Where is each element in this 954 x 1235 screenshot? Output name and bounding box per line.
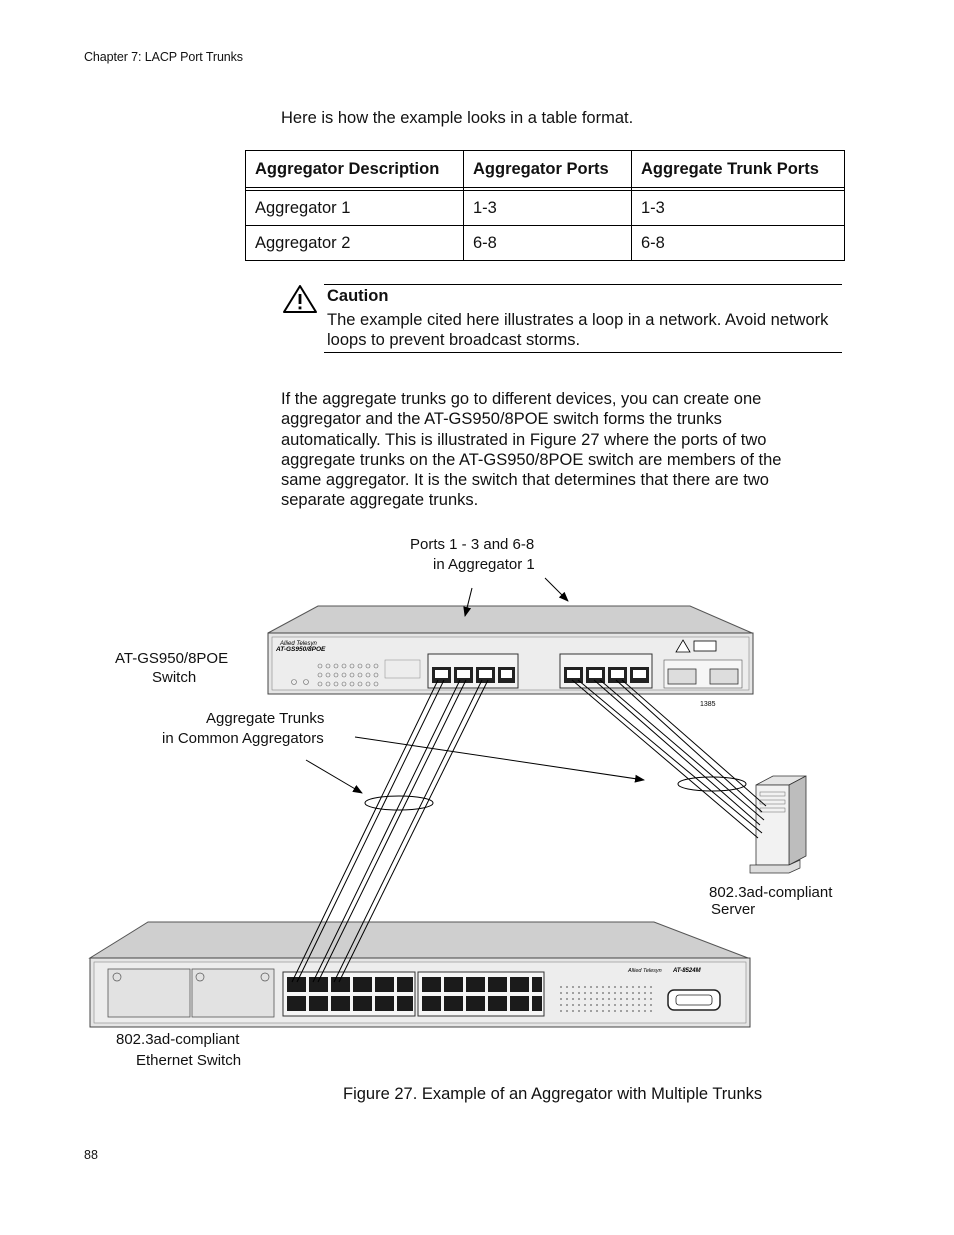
- ports-label-line1: Ports 1 - 3 and 6-8: [410, 536, 535, 553]
- top-brand-label: Allied Telesyn: [279, 641, 317, 647]
- ports-label-line2: in Aggregator 1: [433, 556, 535, 573]
- top-model-label: AT-GS950/8POE: [275, 646, 326, 653]
- ethernet-switch: Allied Telesyn AT-8524M: [88, 921, 751, 1028]
- column-header: Aggregator Description: [245, 150, 464, 188]
- trunks-label-line2: in Common Aggregators: [162, 730, 324, 747]
- trunk-cables-1: [291, 679, 489, 983]
- table-row: Aggregator 2 6-8 6-8: [245, 225, 845, 261]
- figure-id: 1385: [700, 701, 716, 708]
- table-header-row: Aggregator Description Aggregator Ports …: [245, 150, 845, 188]
- table-cell: Aggregator 1: [245, 190, 464, 226]
- bottom-brand-label: Allied Telesyn: [627, 968, 662, 974]
- caution-top-rule: [324, 284, 842, 285]
- page-number: 88: [84, 1148, 98, 1162]
- caution-title: Caution: [327, 287, 389, 305]
- chapter-header: Chapter 7: LACP Port Trunks: [84, 50, 243, 64]
- table-cell: 6-8: [463, 225, 632, 261]
- caution-bottom-rule: [324, 352, 842, 353]
- ethernet-label-line1: 802.3ad-compliant: [116, 1031, 240, 1048]
- table-cell: 1-3: [463, 190, 632, 226]
- figure-caption: Figure 27. Example of an Aggregator with…: [343, 1085, 763, 1103]
- column-header: Aggregator Ports: [463, 150, 632, 188]
- server-label-line2: Server: [711, 901, 756, 918]
- warning-triangle-icon: [283, 285, 317, 313]
- gs950-switch: Allied Telesyn AT-GS950/8POE: [267, 605, 754, 708]
- trunk-cables-2: [571, 679, 767, 839]
- caution-text: The example cited here illustrates a loo…: [327, 311, 829, 349]
- aggregator-table: Aggregator Description Aggregator Ports …: [245, 150, 845, 261]
- server-icon: [749, 775, 807, 874]
- column-header: Aggregate Trunk Ports: [631, 150, 845, 188]
- table-cell: 6-8: [631, 225, 845, 261]
- bottom-model-label: AT-8524M: [672, 968, 702, 974]
- server-label-line1: 802.3ad-compliant: [709, 884, 833, 901]
- switch-label-line2: Switch: [152, 669, 197, 686]
- trunks-label-line1: Aggregate Trunks: [206, 710, 325, 727]
- table-cell: 1-3: [631, 190, 845, 226]
- table-row: Aggregator 1 1-3 1-3: [245, 190, 845, 226]
- ethernet-label-line2: Ethernet Switch: [136, 1052, 242, 1069]
- body-paragraph: If the aggregate trunks go to different …: [281, 390, 782, 510]
- table-cell: Aggregator 2: [245, 225, 464, 261]
- network-diagram: Allied Telesyn AT-GS950/8POE: [0, 520, 954, 1090]
- intro-text: Here is how the example looks in a table…: [281, 109, 634, 127]
- switch-label-line1: AT-GS950/8POE: [115, 650, 229, 667]
